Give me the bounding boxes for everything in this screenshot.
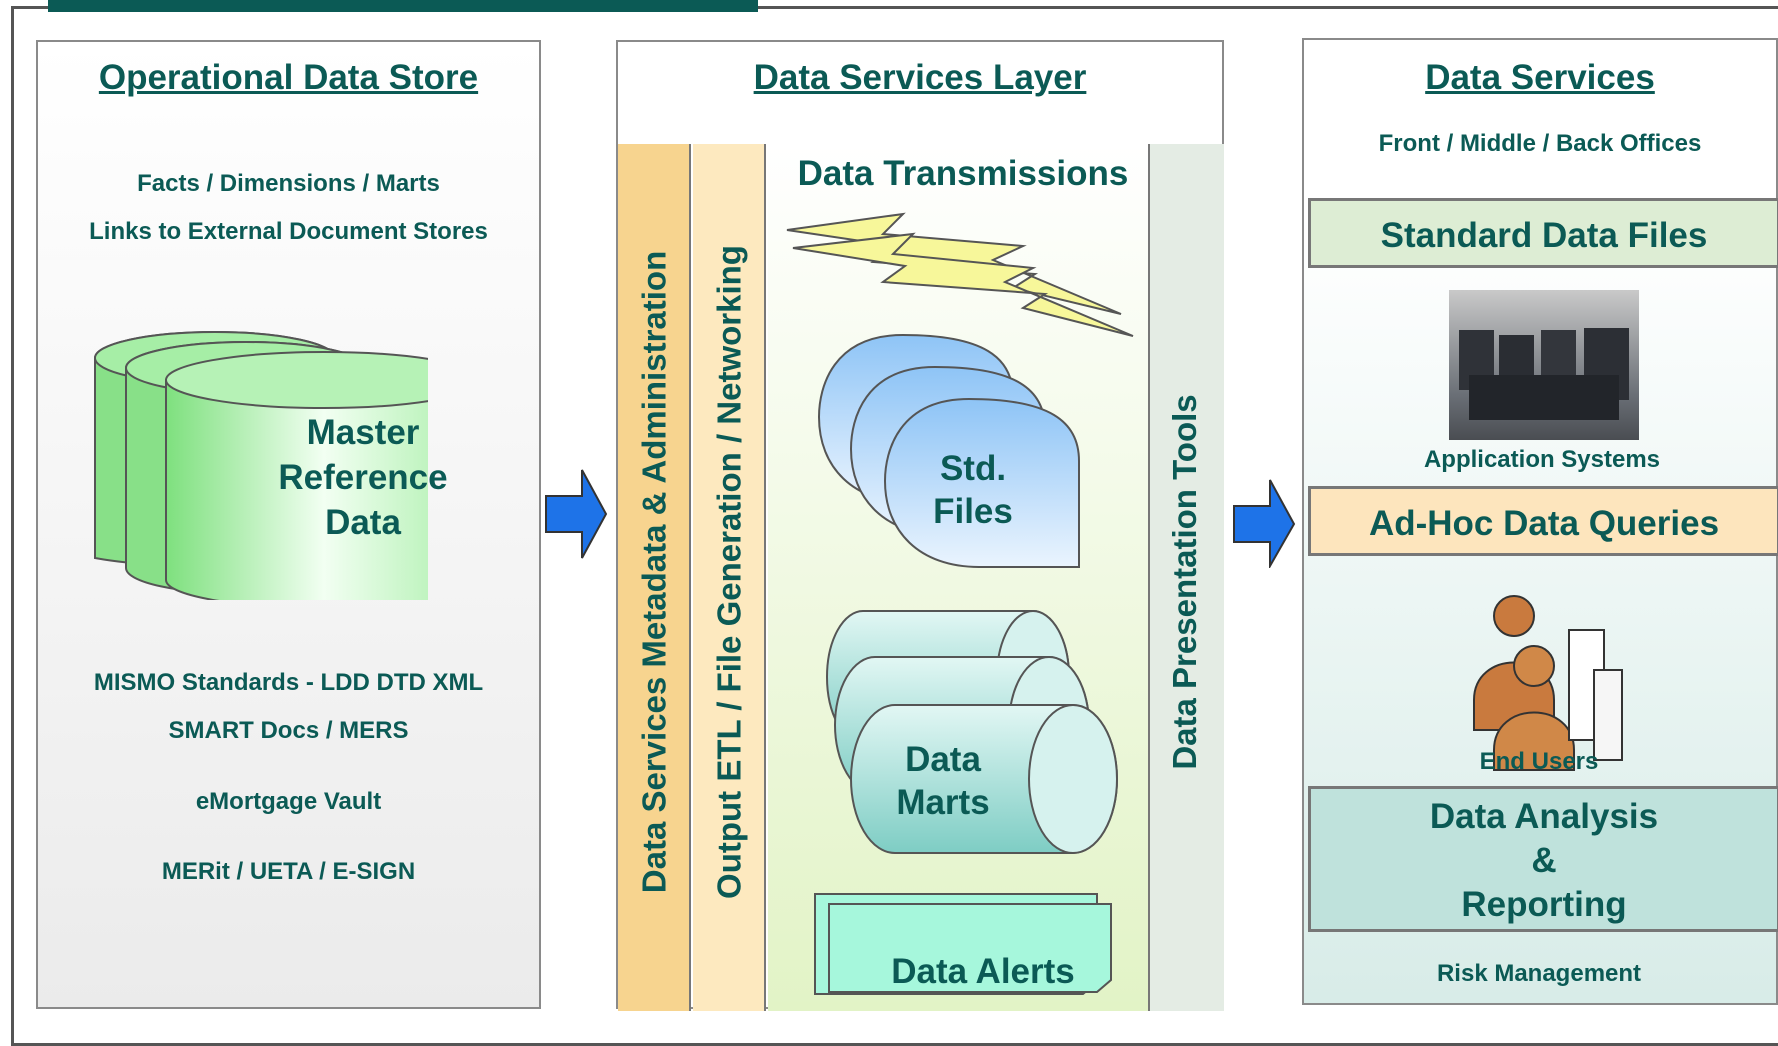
- cylinder-label-2: Reference: [278, 458, 448, 497]
- ods-std-1: MISMO Standards - LDD DTD XML: [93, 669, 484, 696]
- application-systems-label: Application Systems: [1423, 446, 1661, 473]
- etl-label: Output ETL / File Generation / Networkin…: [710, 245, 748, 899]
- master-reference-data-label: Master Reference Data: [188, 410, 538, 545]
- ods-std-4: MERit / UETA / E-SIGN: [161, 858, 416, 885]
- std-files-icon: [817, 333, 1080, 568]
- presentation-label: Data Presentation Tools: [1166, 394, 1203, 770]
- std-files-label-2: Files: [933, 492, 1013, 531]
- data-analysis-label-2: &: [1531, 841, 1557, 880]
- cylinder-label-3: Data: [325, 503, 401, 542]
- ods-std-2: SMART Docs / MERS: [168, 717, 409, 744]
- flow-arrow-icon: [545, 469, 608, 559]
- flow-arrow-icon: [1233, 479, 1296, 568]
- data-marts-label-2: Marts: [896, 783, 990, 822]
- metadata-bar: [618, 144, 691, 1011]
- lightning-bolt-icon: [786, 212, 1134, 337]
- adhoc-queries-box: Ad-Hoc Data Queries: [1308, 486, 1778, 556]
- end-users-icon: [1473, 595, 1623, 771]
- ods-panel: Operational Data Store Facts / Dimension…: [36, 40, 541, 1009]
- etl-bar: [693, 144, 766, 1011]
- standard-data-files-box: Standard Data Files: [1308, 198, 1778, 268]
- header-bar: [48, 0, 758, 12]
- data-alerts-label: Data Alerts: [891, 952, 1075, 991]
- transmissions-title: Data Transmissions: [797, 154, 1129, 193]
- cylinder-label-1: Master: [306, 413, 420, 452]
- ds-panel: Data Services Front / Middle / Back Offi…: [1302, 38, 1778, 1005]
- ods-std-3: eMortgage Vault: [195, 788, 382, 815]
- data-analysis-label-3: Reporting: [1461, 885, 1627, 924]
- dsl-panel: Data Services Layer Data Services Metada…: [616, 40, 1224, 1011]
- data-analysis-label-1: Data Analysis: [1429, 797, 1659, 836]
- data-marts-label: Data Marts: [858, 738, 1028, 824]
- ods-line-1: Facts / Dimensions / Marts: [137, 170, 440, 197]
- data-alerts-icon: [814, 893, 1112, 995]
- server-room-icon: [1449, 290, 1639, 440]
- dsl-title: Data Services Layer: [753, 58, 1087, 97]
- end-users-label: End Users: [1479, 748, 1599, 775]
- std-files-label-1: Std.: [939, 449, 1007, 488]
- data-analysis-box: Data Analysis & Reporting: [1308, 786, 1778, 932]
- ods-title: Operational Data Store: [98, 58, 479, 97]
- ds-title: Data Services: [1425, 58, 1655, 97]
- metadata-label: Data Services Metadata & Administration: [635, 250, 673, 894]
- data-marts-label-1: Data: [905, 740, 981, 779]
- std-files-label: Std. Files: [888, 447, 1058, 533]
- risk-management-label: Risk Management: [1436, 960, 1642, 987]
- ods-line-2: Links to External Document Stores: [89, 218, 488, 245]
- database-stack-icon: [94, 331, 428, 600]
- presentation-bar: [1148, 144, 1224, 1011]
- data-marts-icon: [826, 610, 1118, 854]
- ds-offices: Front / Middle / Back Offices: [1378, 130, 1702, 157]
